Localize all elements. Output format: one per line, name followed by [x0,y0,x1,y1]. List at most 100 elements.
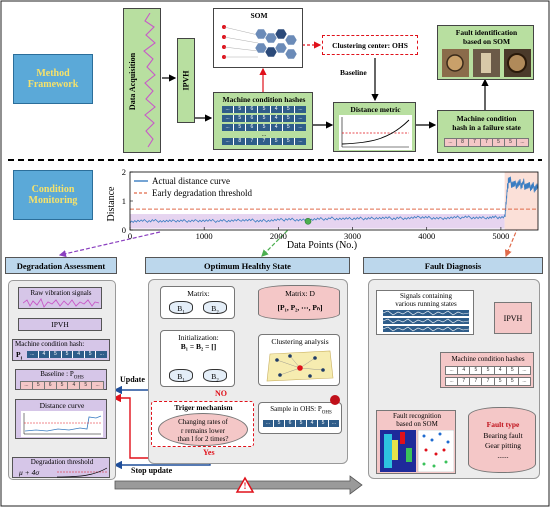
fault-title: Fault Diagnosis [424,260,482,271]
optimum-title: Optimum Healthy State [204,260,291,271]
som-network-icon [222,25,298,60]
yes-label: Yes [203,448,215,457]
failure-hash-box: Machine condition hash in a failure stat… [437,110,534,153]
legend-label-threshold: Early degradation threshold [152,188,252,198]
question-line3: than l for 2 times? [177,435,229,443]
method-framework-label: Method Framework [13,54,93,104]
threshold-curve-icon [57,467,107,478]
ipvh-label: IPVH [181,70,191,91]
degradation-title: Degradation Assessment [16,260,106,271]
som-map-icon [380,430,454,472]
matrix-d-cylinder: Matrix: D [P₁, P₂, ⋯, Pₙ] [258,285,340,320]
trigger-decision: Changing rates of r remains lower than l… [158,413,248,446]
hash-symbol: Pi [16,350,22,362]
fault-type-title: Fault type [486,420,520,429]
distance-curve-box: Distance curve [15,399,107,439]
x-tick-label: 2000 [270,231,287,241]
clustering-network-icon [266,350,334,382]
raw-signals-label: Raw vibration signals [30,289,92,297]
fault-photos-icon [442,49,531,77]
distance-metric-plot-icon [339,115,412,150]
matrix-b1: B1 [169,301,193,316]
fault-type-1: Bearing fault [483,431,523,440]
x-axis-label: Data Points (No.) [287,240,357,250]
distance-curve-label: Distance curve [39,401,85,410]
x-tick-label: 4000 [418,231,435,241]
trigger-label: Triger mechanism [174,403,233,412]
degradation-ipvh-box: IPVH [18,318,102,331]
ipvh-box: IPVH [177,38,195,123]
distance-curve-icon [21,411,103,437]
fault-type-2: Gear pitting [484,441,522,450]
matrix-d-content: [P₁, P₂, ⋯, Pₙ] [277,303,323,312]
question-line2: r remains lower [181,426,225,435]
y-axis-label: Distance [106,186,117,222]
clustering-box: Clustering analysis [258,334,340,386]
matrix-b2: B2 [203,301,227,316]
update-label: Update [120,375,145,384]
condition-monitoring-line2: Monitoring [28,195,78,206]
warning-icon: ! [243,481,247,491]
recognition-line1: Fault recognition [392,412,442,420]
y-tick-label: 2 [122,168,126,177]
fault-id-line1: Fault identification [455,28,518,37]
condition-monitoring-label: Condition Monitoring [13,170,93,220]
method-framework-line2: Framework [27,79,79,90]
signals-line2: various running states [395,300,457,308]
matrix-b-box: Matrix: B1 B2 [160,286,235,319]
machine-hashes-title: Machine condition hashes [222,95,306,104]
x-tick-label: 1000 [196,231,213,241]
trigger-mechanism-box: Triger mechanism Changing rates of r rem… [151,401,254,447]
matrix-d-label: Matrix: D [285,289,315,298]
clustering-label: Clustering analysis [271,337,329,346]
fault-type-cylinder: Fault type Bearing fault Gear pitting ..… [468,407,536,473]
no-label: NO [215,389,227,398]
failure-hash-line2: hash in a failure state [452,123,521,132]
degradation-title-bar: Degradation Assessment [5,257,117,274]
clustering-center-label: Clustering center: OHS [332,40,408,50]
vibration-signal-icon [143,13,156,148]
threshold-box: Degradation threshold μ + 4σ [12,457,110,478]
fault-hashes-label: Machine condition hashes [451,355,525,363]
failure-hash-line1: Machine condition [456,114,517,123]
running-states-waveform-icon [383,310,469,332]
fault-id-line2: based on SOM [462,37,511,46]
som-box: SOM [213,8,303,68]
baseline-label: Baseline [340,68,367,77]
data-acquisition-label: Data Acquisition [128,52,138,111]
method-framework-line1: Method [36,68,70,79]
init-line1: Initialization: [178,333,219,342]
stop-update-label: Stop update [131,466,173,475]
fault-ipvh-box: IPVH [494,302,532,334]
init-line2: B₁ = B₂ = [] [180,342,217,351]
series-actual-distance [129,176,539,224]
x-tick-label: 5000 [492,231,509,241]
y-tick-label: 0 [122,225,126,235]
distance-metric-box: Distance metric [333,102,416,152]
initialization-box: Initialization: B₁ = B₂ = [] B1 B2 [160,330,235,387]
question-line1: Changing rates of [178,418,228,426]
x-tick-label: 3000 [344,231,361,241]
fault-type-more: ...... [497,451,509,460]
fault-ipvh-label: IPVH [503,313,523,323]
signals-box: Signals containing various running state… [376,290,474,335]
condition-monitoring-line1: Condition [31,184,75,195]
matrix-b-label: Matrix: [187,289,210,298]
init-b2: B2 [203,369,227,384]
sample-marker-dot [330,395,340,405]
y-tick-label: 1 [122,196,126,206]
